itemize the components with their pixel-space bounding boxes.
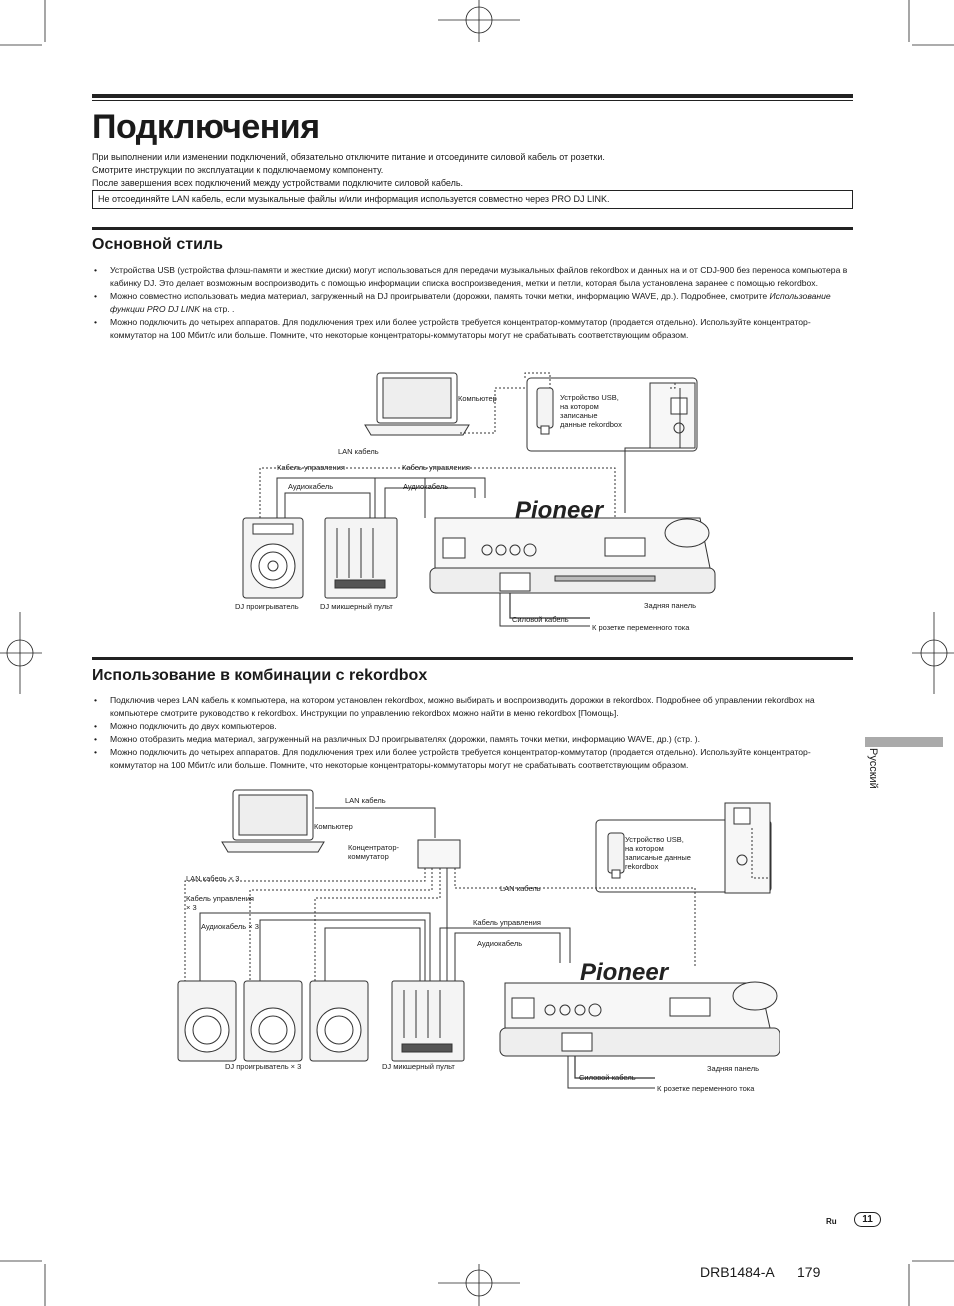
label-power: Силовой кабель (512, 615, 569, 624)
pioneer-logo: Pioneer (515, 497, 605, 524)
label-audio-right: Аудиокабель (477, 939, 522, 948)
label-lan-right: LAN кабель (500, 884, 541, 893)
section2-heading: Использование в комбинации с rekordbox (92, 667, 428, 684)
label-computer: Компьютер (458, 394, 497, 403)
label-computer: Компьютер (314, 822, 353, 831)
bullet-item: Можно подключить до четырех аппаратов. Д… (92, 316, 852, 342)
language-label: Русский (865, 742, 883, 812)
bullet-text: Использование функции PRO DJ LINK (110, 291, 831, 314)
label-control-left: Кабель управления (277, 463, 345, 472)
label-power: Силовой кабель (579, 1073, 636, 1082)
bullet-item: Можно подключить до двух компьютеров. (92, 720, 852, 733)
laptop-icon (221, 789, 325, 853)
rear-panel-icon (429, 517, 716, 594)
bullet-text: Подключив через LAN кабель к компьютера,… (110, 695, 815, 718)
label-audio-x3: Аудиокабель × 3 (201, 922, 259, 931)
intro-text: При выполнении или изменении подключений… (92, 151, 852, 190)
label-mixer: DJ микшерный пульт (382, 1062, 455, 1071)
diagram-basic-style: Pioneer Компьютер Устройство USB, на кот… (235, 372, 716, 632)
label-rear: Задняя панель (707, 1064, 759, 1073)
intro-line: После завершения всех подключений между … (92, 178, 464, 188)
bullet-item: Устройства USB (устройства флэш-памяти и… (92, 264, 852, 290)
bullet-item: Можно совместно использовать медиа матер… (92, 290, 852, 316)
section1-bullets: Устройства USB (устройства флэш-памяти и… (92, 264, 852, 342)
label-hub: Концентратор- (348, 843, 400, 852)
label-lan-x3: LAN кабель × 3 (186, 874, 239, 883)
bullet-text: Можно отобразить медиа материал, загруже… (110, 734, 701, 744)
label-control-x3: × 3 (186, 903, 197, 912)
label-control-right: Кабель управления (473, 918, 541, 927)
label-outlet: К розетке переменного тока (592, 623, 690, 632)
language-tab (865, 737, 943, 747)
bullet-text: Можно подключить до четырех аппаратов. Д… (110, 317, 811, 340)
rear-panel-icon (499, 981, 780, 1057)
section1-rule (92, 227, 853, 230)
label-audio-right: Аудиокабель (403, 482, 448, 491)
label-lan: LAN кабель (338, 447, 379, 456)
label-control-x3: Кабель управления (186, 894, 254, 903)
label-usb: Устройство USB, (560, 393, 619, 402)
mixer-icon (391, 980, 465, 1062)
label-mixer: DJ микшерный пульт (320, 602, 393, 611)
pioneer-logo: Pioneer (580, 959, 670, 986)
label-hub: коммутатор (348, 852, 389, 861)
title-rule-thick (92, 94, 853, 98)
label-players: DJ проигрыватель × 3 (225, 1062, 301, 1071)
diagram-rekordbox: Pioneer LAN кабель Компьютер Концентрато… (177, 789, 780, 1093)
bullet-item: Можно подключить до четырех аппаратов. Д… (92, 746, 852, 772)
cdj-player-icon (309, 980, 369, 1062)
footer-page-number: 11 (854, 1212, 881, 1227)
intro-line: Смотрите инструкции по эксплуатации к по… (92, 165, 384, 175)
label-usb: Устройство USB, (625, 835, 684, 844)
label-rear: Задняя панель (644, 601, 696, 610)
title-rule-thin (92, 100, 853, 101)
section2-rule (92, 657, 853, 660)
doc-page: 179 (797, 1264, 821, 1280)
page-title: Подключения (92, 108, 320, 146)
label-audio-left: Аудиокабель (288, 482, 333, 491)
section1-heading: Основной стиль (92, 236, 223, 253)
bullet-item: Подключив через LAN кабель к компьютера,… (92, 694, 852, 720)
label-control-right: Кабель управления (402, 463, 470, 472)
label-usb: данные rekordbox (560, 420, 622, 429)
bullet-text: на стр. . (199, 304, 235, 314)
label-player: DJ проигрыватель (235, 602, 299, 611)
label-usb: rekordbox (625, 862, 659, 871)
label-usb: на котором (625, 844, 664, 853)
label-usb: записаные (560, 411, 598, 420)
label-usb: на котором (560, 402, 599, 411)
language-label-text: Русский (867, 748, 879, 789)
label-lan-top: LAN кабель (345, 796, 386, 805)
footer-lang: Ru (826, 1217, 837, 1226)
hub-icon (417, 839, 461, 869)
bullet-item: Можно отобразить медиа материал, загруже… (92, 733, 852, 746)
bullet-text: Можно подключить до двух компьютеров. (110, 721, 277, 731)
section2-bullets: Подключив через LAN кабель к компьютера,… (92, 694, 852, 772)
doc-id: DRB1484-A (700, 1264, 775, 1280)
cdj-player-icon (177, 980, 237, 1062)
label-outlet: К розетке переменного тока (657, 1084, 755, 1093)
label-usb: записаные данные (625, 853, 691, 862)
intro-line: При выполнении или изменении подключений… (92, 152, 605, 162)
bullet-text: Устройства USB (устройства флэш-памяти и… (110, 265, 848, 288)
laptop-icon (364, 372, 470, 436)
notice-box: Не отсоединяйте LAN кабель, если музыкал… (92, 190, 853, 209)
mixer-icon (324, 517, 398, 599)
bullet-text: Можно подключить до четырех аппаратов. Д… (110, 747, 811, 770)
cdj-player-icon (242, 517, 304, 599)
bullet-text: Можно совместно использовать медиа матер… (110, 291, 770, 301)
cdj-player-icon (243, 980, 303, 1062)
